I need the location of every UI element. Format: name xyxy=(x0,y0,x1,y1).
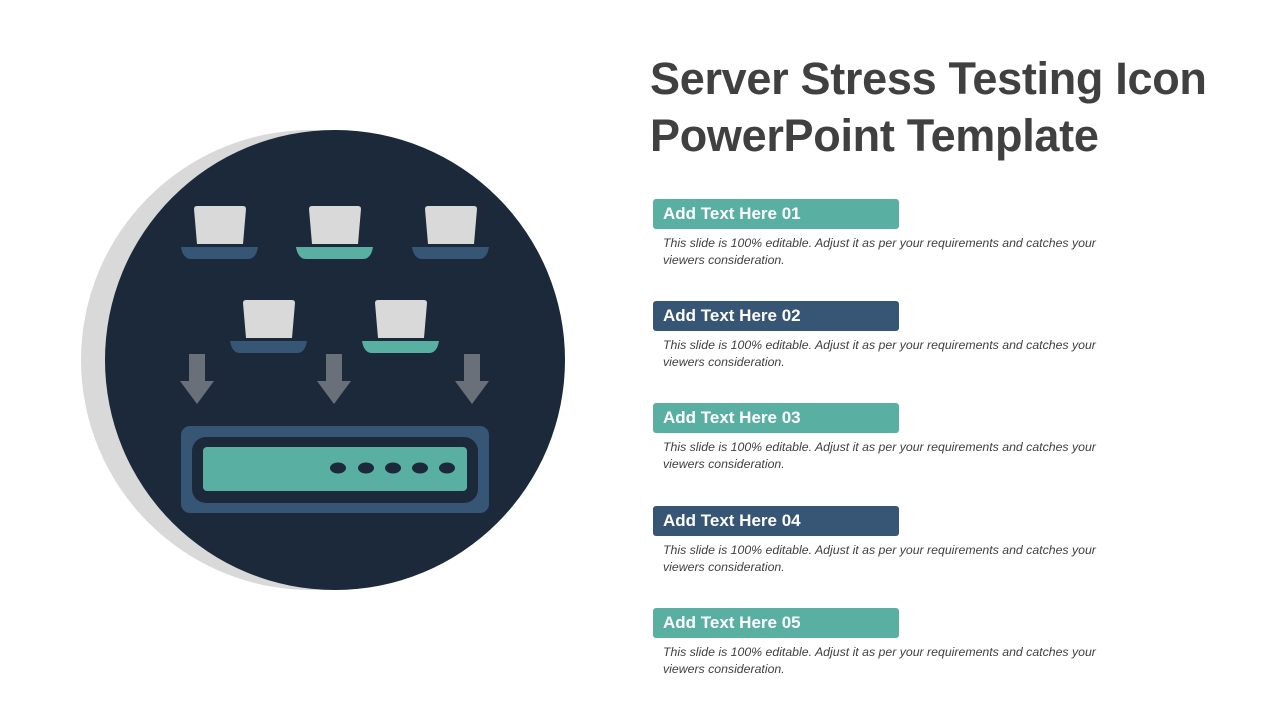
item-label: Add Text Here 02 xyxy=(653,301,899,331)
item-label: Add Text Here 03 xyxy=(653,403,899,433)
down-arrow-icon xyxy=(317,354,351,404)
text-item: Add Text Here 03 This slide is 100% edit… xyxy=(653,403,1123,473)
text-item: Add Text Here 04 This slide is 100% edit… xyxy=(653,506,1123,576)
server-icon xyxy=(181,426,489,513)
server-stress-icon-illustration xyxy=(81,130,565,590)
text-item: Add Text Here 01 This slide is 100% edit… xyxy=(653,199,1123,269)
server-light-dot xyxy=(412,462,428,474)
item-description: This slide is 100% editable. Adjust it a… xyxy=(663,440,1096,471)
text-item: Add Text Here 05 This slide is 100% edit… xyxy=(653,608,1123,678)
item-label: Add Text Here 04 xyxy=(653,506,899,536)
down-arrow-icon xyxy=(180,354,214,404)
item-description: This slide is 100% editable. Adjust it a… xyxy=(663,236,1096,267)
item-description: This slide is 100% editable. Adjust it a… xyxy=(663,338,1096,369)
item-description: This slide is 100% editable. Adjust it a… xyxy=(663,645,1096,676)
item-label: Add Text Here 05 xyxy=(653,608,899,638)
cup-icon xyxy=(362,300,439,353)
down-arrow-icon xyxy=(455,354,489,404)
server-light-dot xyxy=(330,462,346,474)
server-light-dot xyxy=(439,462,455,474)
item-label: Add Text Here 01 xyxy=(653,199,899,229)
item-description: This slide is 100% editable. Adjust it a… xyxy=(663,543,1096,574)
cup-icon xyxy=(230,300,307,353)
cup-icon xyxy=(181,206,258,259)
text-item: Add Text Here 02 This slide is 100% edit… xyxy=(653,301,1123,371)
server-light-dot xyxy=(385,462,401,474)
cup-icon xyxy=(412,206,489,259)
cup-icon xyxy=(296,206,373,259)
page-title: Server Stress Testing Icon PowerPoint Te… xyxy=(650,53,1207,161)
server-light-dot xyxy=(358,462,374,474)
